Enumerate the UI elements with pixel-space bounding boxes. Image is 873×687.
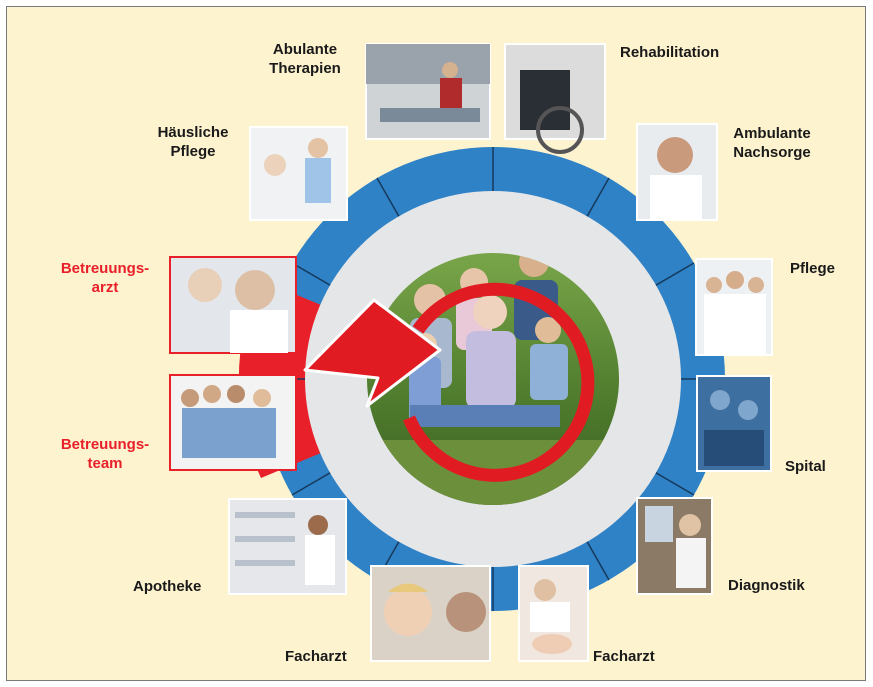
physician-patient-photo [169, 256, 297, 354]
wheelchair-laptop-photo [504, 43, 606, 154]
cycle-arrow [403, 282, 595, 482]
care-staff-group-photo [695, 258, 773, 356]
label-diagnostik: Diagnostik [728, 577, 805, 594]
ear-examination-child-photo [370, 565, 491, 662]
doctor-xray-photo [636, 497, 713, 595]
surgeons-operating-photo [696, 375, 772, 472]
label-betreuungsarzt: Betreuungs-arzt [60, 260, 150, 296]
cycle-arrowhead [303, 298, 442, 408]
label-rehabilitation: Rehabilitation [620, 44, 720, 61]
label-betreuungsteam: Betreuungs-team [60, 436, 150, 472]
center-family-photo [367, 253, 619, 505]
label-facharzt-right: Facharzt [593, 648, 655, 665]
home-care-nurse-photo [249, 126, 348, 221]
label-pflege: Pflege [790, 260, 836, 277]
label-apotheke: Apotheke [133, 578, 202, 595]
nurse-stethoscope-photo [636, 123, 718, 221]
label-facharzt-left: Facharzt [285, 648, 347, 665]
label-spital: Spital [785, 458, 826, 475]
pharmacist-shelves-photo [228, 498, 347, 595]
doctor-examining-baby-photo [518, 565, 589, 662]
physiotherapy-gym-photo [365, 43, 491, 140]
medical-team-photo [169, 374, 297, 471]
